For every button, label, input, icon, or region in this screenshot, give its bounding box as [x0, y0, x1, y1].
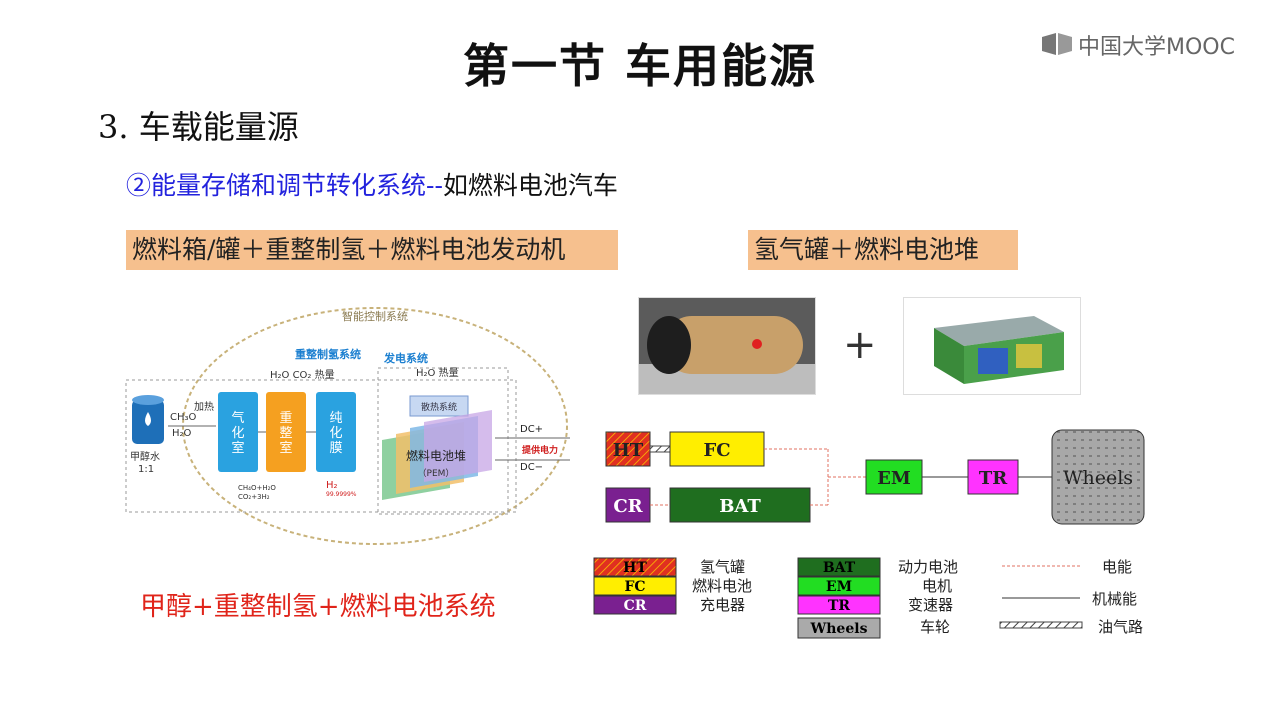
bat-label: BAT [719, 496, 761, 517]
fc-label: FC [703, 440, 730, 461]
legend-fc-code: FC [624, 579, 645, 595]
purifier-box [316, 392, 356, 472]
stack-label: 燃料电池堆 [406, 448, 466, 463]
legend-bat-desc: 动力电池 [898, 558, 958, 576]
reformer-label: 重整室 [279, 410, 292, 456]
dc-minus-label: DC− [520, 462, 543, 473]
subheading-blue: ②能量存储和调节转化系统-- [126, 171, 443, 200]
power-label: 发电系统 [383, 351, 428, 365]
purifier-label: 纯化膜 [329, 411, 342, 456]
vaporizer-box [218, 392, 258, 472]
legend-em-code: EM [826, 579, 852, 595]
legend-mechanical-desc: 机械能 [1092, 590, 1137, 608]
legend-gas-desc: 油气路 [1098, 618, 1143, 636]
cooling-label: 散热系统 [421, 401, 457, 413]
reforming-diagram: 智能控制系统 重整制氢系统 发电系统 甲醇水 1:1 CH₃O H₂O 加热 气… [125, 307, 570, 545]
control-label: 智能控制系统 [342, 309, 408, 323]
reformer-box [266, 392, 306, 472]
tr-label: TR [979, 468, 1008, 489]
legend-em-desc: 电机 [922, 577, 952, 595]
powertrain-schematic: HT FC CR BAT EM TR Wheels [605, 429, 1145, 525]
legend-cr-code: CR [624, 598, 647, 614]
pem-label: （PEM） [418, 468, 455, 479]
tank-label-line1: 甲醇水 [130, 450, 160, 463]
h2-purity-label: 99.9999% [326, 491, 357, 498]
heat-label: 加热 [194, 400, 214, 413]
power-out-label: 提供电力 [522, 444, 558, 456]
bat-box [669, 487, 811, 523]
tag-right: 氢气罐＋燃料电池堆 [748, 230, 1018, 270]
h2o-heat-label: H₂O 热量 [416, 366, 459, 379]
hydrogen-tank-photo [638, 297, 816, 395]
subheading: ②能量存储和调节转化系统--如燃料电池汽车 [126, 166, 618, 202]
ht-label: HT [613, 440, 644, 461]
legend-tr-code: TR [828, 598, 850, 614]
plus-sign: + [843, 322, 877, 368]
byproducts-line1: CH₄O+H₂O [238, 484, 276, 492]
h2o-in-label: H₂O [172, 428, 192, 439]
fuel-cell-stack-photo [903, 297, 1081, 395]
cooling-box [409, 395, 469, 417]
mooc-logo-icon [1042, 33, 1072, 55]
legend-wheels-desc: 车轮 [920, 618, 950, 636]
logo-text: 中国大学MOOC [1078, 35, 1235, 60]
reforming-label: 重整制氢系统 [295, 347, 361, 361]
legend-ht-code: HT [623, 560, 647, 576]
legend-cr-desc: 充电器 [700, 596, 745, 614]
tag-left: 燃料箱/罐＋重整制氢＋燃料电池发动机 [126, 230, 618, 270]
ch3oh-label: CH₃O [170, 412, 197, 423]
em-label: EM [877, 468, 911, 489]
legend-fc-desc: 燃料电池 [692, 577, 752, 595]
subheading-black: 如燃料电池汽车 [442, 171, 618, 200]
slide-title: 第一节 车用能源 [462, 39, 817, 93]
section-heading: 3. 车载能量源 [98, 108, 299, 146]
h2o-co2-heat-label: H₂O CO₂ 热量 [270, 368, 335, 381]
legend-tr-desc: 变速器 [908, 596, 953, 614]
wheels-label: Wheels [1063, 467, 1133, 489]
legend-wheels-code: Wheels [810, 621, 868, 637]
legend-bat-code: BAT [823, 560, 856, 576]
legend-electric-desc: 电能 [1102, 558, 1132, 576]
wheels-box [1051, 429, 1145, 525]
legend-ht-desc: 氢气罐 [700, 558, 745, 576]
cr-box [605, 487, 651, 523]
methanol-tank-icon [132, 395, 164, 444]
em-box [865, 459, 923, 495]
cr-label: CR [613, 496, 643, 517]
left-caption: 甲醇+重整制氢+燃料电池系统 [140, 592, 496, 622]
legend: HT FC CR 氢气罐 燃料电池 充电器 BAT EM TR Wheels 动… [593, 557, 1143, 639]
gas-pipe [649, 445, 671, 453]
h2-label: H₂ [326, 480, 338, 491]
vaporizer-label: 气化室 [231, 410, 244, 456]
outer-box [125, 379, 517, 513]
dc-plus-label: DC+ [520, 424, 543, 435]
ht-box [605, 431, 651, 467]
byproducts-line2: CO₂+3H₂ [238, 493, 270, 501]
mooc-logo: 中国大学MOOC [1040, 28, 1235, 62]
tank-label-line2: 1:1 [138, 464, 154, 475]
fuel-cell-stack-icon [382, 410, 492, 500]
